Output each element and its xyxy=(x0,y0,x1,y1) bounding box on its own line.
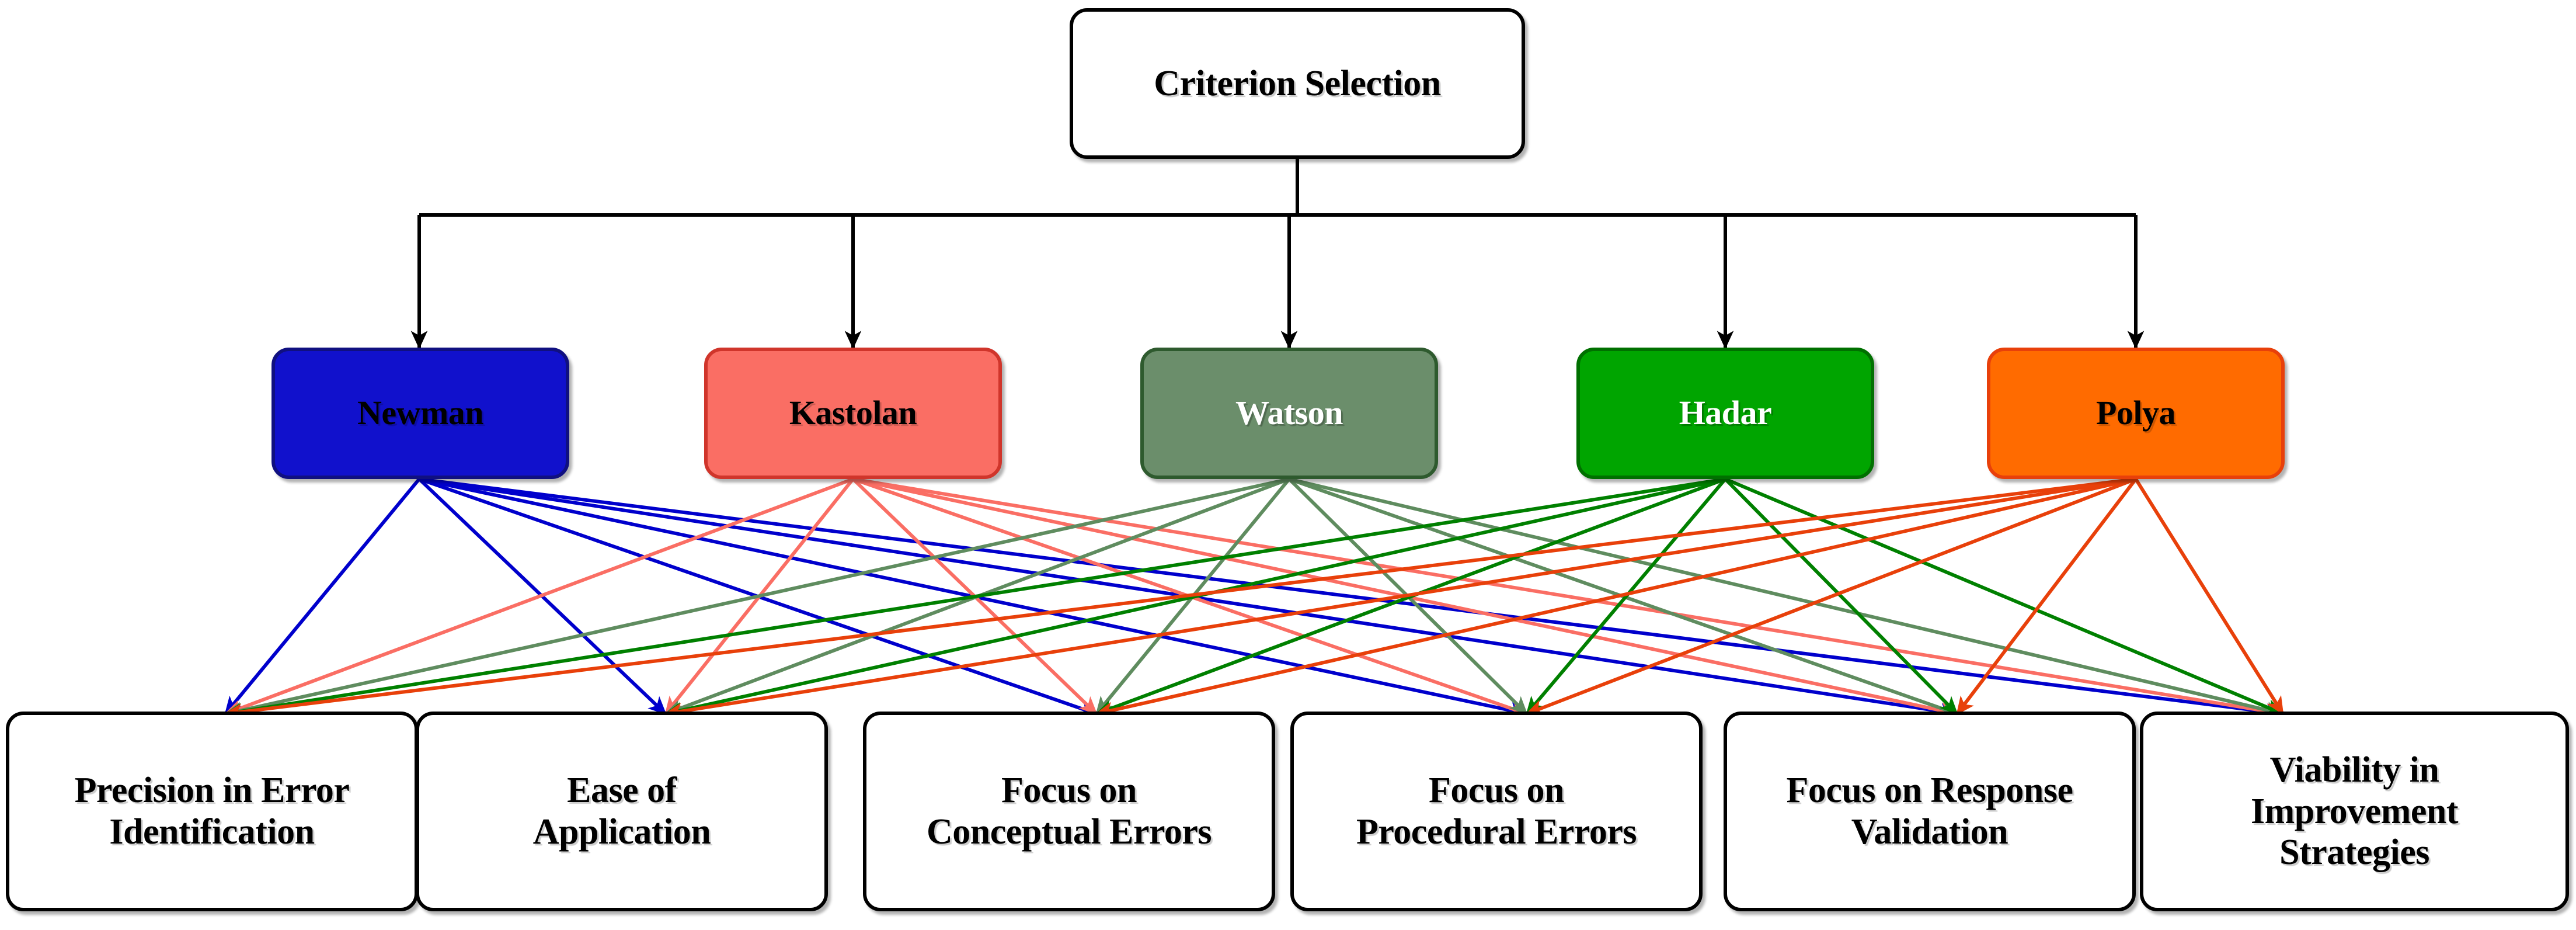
connector-line xyxy=(1287,477,1529,716)
node-method-polya-label: Polya xyxy=(2095,394,2176,432)
connector-line xyxy=(1289,477,1959,717)
connector-line xyxy=(1095,477,2136,719)
connector-line xyxy=(419,477,1098,717)
connector-line xyxy=(2134,478,2285,716)
node-method-newman-label: Newman xyxy=(357,394,484,432)
connector-line xyxy=(664,477,1726,719)
connector-line xyxy=(852,477,2285,720)
connector-line xyxy=(1724,477,2285,716)
connector-line xyxy=(1955,478,2138,715)
connector-line xyxy=(419,477,1959,720)
connector-line xyxy=(664,477,1290,716)
node-method-newman[interactable]: Newman xyxy=(271,348,569,479)
node-method-kastolan[interactable]: Kastolan xyxy=(704,348,1002,479)
connector-line xyxy=(224,477,854,716)
node-root[interactable]: Criterion Selection xyxy=(1070,8,1525,159)
connector-line xyxy=(224,477,2136,720)
node-method-watson[interactable]: Watson xyxy=(1140,348,1438,479)
connector-line xyxy=(852,477,1529,717)
connector-line xyxy=(852,477,1959,719)
connector-line xyxy=(1525,477,2137,716)
connector-line xyxy=(1095,477,1726,716)
node-method-hadar-label: Hadar xyxy=(1679,394,1772,432)
connector-line xyxy=(664,477,2136,720)
node-root-label: Criterion Selection xyxy=(1154,63,1441,103)
connector-line xyxy=(1525,478,1727,715)
connector-line xyxy=(417,477,667,716)
node-method-polya[interactable]: Polya xyxy=(1987,348,2285,479)
node-method-hadar[interactable]: Hadar xyxy=(1576,348,1874,479)
connector-line xyxy=(851,477,1098,716)
connector-line xyxy=(224,477,1290,719)
node-method-watson-label: Watson xyxy=(1235,394,1343,432)
connector-line xyxy=(1724,477,1959,716)
connector-line xyxy=(419,477,1529,719)
connector-line xyxy=(664,478,855,715)
connector-line xyxy=(224,478,421,715)
connector-line xyxy=(1289,477,2285,719)
connector-line xyxy=(419,477,2285,720)
connector-line xyxy=(1095,478,1291,715)
connector-line xyxy=(224,477,1726,720)
node-method-kastolan-label: Kastolan xyxy=(789,394,917,432)
